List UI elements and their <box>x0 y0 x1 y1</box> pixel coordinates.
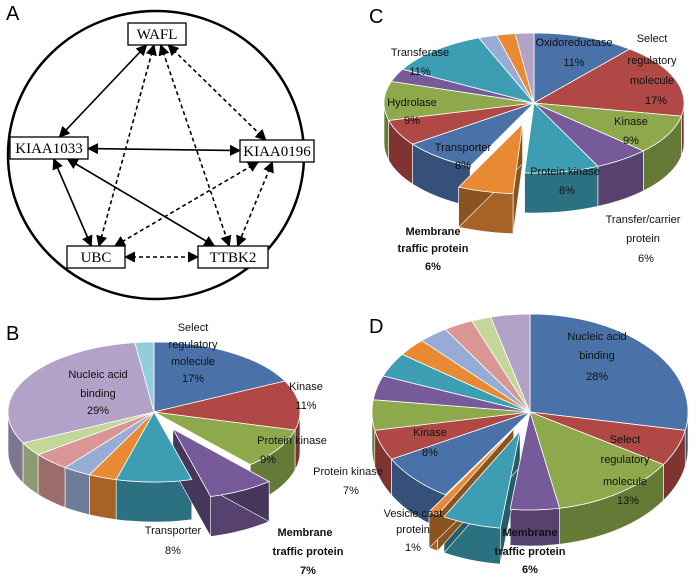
edge-kiaa0196-ttbk2 <box>236 160 274 248</box>
panel-letter-b: B <box>6 323 19 345</box>
node-label-wafl: WAFL <box>137 27 178 43</box>
panel-letter-c: C <box>369 6 383 28</box>
pie-slice-9 <box>7 342 155 444</box>
edge-wafl-kiaa0196 <box>167 44 267 141</box>
pie-slice-1 <box>153 380 301 431</box>
pie-slice-13 <box>514 32 535 104</box>
pie-slice-0 <box>153 341 286 413</box>
pie-chart-c <box>383 32 685 234</box>
pie-side-4 <box>115 479 193 523</box>
pie-slice-2 <box>533 102 682 152</box>
edge-kiaa1033-kiaa0196 <box>86 143 242 156</box>
panel-letter-a: A <box>6 3 20 25</box>
node-label-ubc: UBC <box>81 250 112 266</box>
node-box-ubc <box>66 245 126 269</box>
pie-slice-0 <box>529 313 689 431</box>
node-box-kiaa1033 <box>9 136 89 160</box>
pie-slice-5 <box>457 122 524 195</box>
edge-kiaa0196-ubc <box>113 161 260 247</box>
pie-slice-8 <box>383 80 535 121</box>
pie-slice-3 <box>171 427 271 497</box>
panel-letter-d: D <box>369 316 383 338</box>
node-label-kiaa1033: KIAA1033 <box>15 141 83 157</box>
pie-chart-d <box>371 313 689 565</box>
pie-side-6 <box>64 467 90 516</box>
edge-wafl-ttbk2 <box>158 43 232 248</box>
edge-kiaa1033-ubc <box>52 157 93 248</box>
node-box-ttbk2 <box>197 245 269 269</box>
network-nodes: WAFL KIAA1033 KIAA0196 UBC TTBK2 <box>9 22 315 269</box>
pie-slice-3 <box>509 411 561 511</box>
network-diagram: WAFL KIAA1033 KIAA0196 UBC TTBK2 <box>6 9 315 301</box>
network-edges <box>52 43 274 263</box>
pie-slice-1 <box>532 48 685 117</box>
pie-slice-4 <box>524 102 599 174</box>
pie-slice-5 <box>428 428 515 516</box>
pie-slice-0 <box>533 32 631 104</box>
node-label-kiaa0196: KIAA0196 <box>243 144 311 160</box>
node-box-kiaa0196 <box>239 139 315 163</box>
pie-slice-10 <box>134 341 155 413</box>
node-box-wafl <box>127 22 187 46</box>
pie-slice-10 <box>401 37 536 104</box>
edge-wafl-kiaa1033 <box>58 44 148 138</box>
pie-side-5 <box>89 474 117 520</box>
pie-slice-4 <box>443 429 521 529</box>
pie-slice-2 <box>153 411 296 466</box>
node-label-ttbk2: TTBK2 <box>210 250 257 266</box>
pie-chart-b <box>7 341 301 538</box>
pie-slice-15 <box>490 313 531 413</box>
edge-wafl-ubc <box>96 43 157 248</box>
pie-slice-2 <box>529 411 665 509</box>
edge-kiaa1033-ttbk2 <box>66 158 216 247</box>
